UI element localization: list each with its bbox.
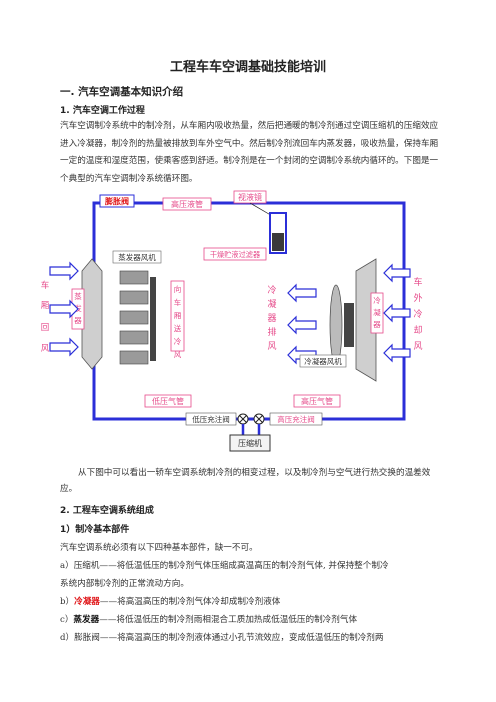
cond-exhaust-label: 冷 凝 器 排 风: [267, 284, 276, 352]
svg-text:器: 器: [74, 316, 82, 325]
cool-air-label: 向 车 厢 送 冷 风: [174, 284, 182, 359]
svg-text:排: 排: [267, 326, 276, 338]
section-heading-1: 一. 汽车空调基本知识介绍: [60, 86, 184, 98]
refrigeration-cycle-diagram: 膨胀阀 高压液管 视液镜 干燥贮液过滤器 蒸发器风机 蒸 发 器 车 厢 回 风: [41, 190, 423, 452]
svg-text:外: 外: [413, 292, 422, 304]
evaporator-coil: 蒸 发 器: [71, 258, 103, 370]
intro-paragraph: 汽车空调制冷系统中的制冷剂，从车厢内吸收热量，然后把通暖的制冷剂通过空调压缩机的…: [60, 121, 439, 184]
svg-text:车: 车: [174, 297, 182, 307]
svg-text:冷: 冷: [267, 284, 276, 296]
svg-text:发: 发: [74, 303, 82, 313]
subsection-heading-1: 1. 汽车空调工作过程: [60, 106, 145, 116]
hp-gas-pipe-label: 高压气管: [301, 396, 333, 406]
cond-fan: [329, 284, 354, 366]
component-expansion-valve: d）膨胀阀——将高温高压的制冷剂液体通过小孔节流效应，变成低温低压的制冷剂两: [60, 633, 384, 643]
svg-text:风: 风: [174, 350, 182, 359]
svg-text:厢: 厢: [41, 301, 50, 311]
cabin-return-air: 车 厢 回 风: [41, 280, 50, 354]
outside-air-label: 车 外 冷 却 风: [413, 276, 422, 352]
hp-liquid-pipe-label: 高压液管: [171, 199, 203, 209]
component-compressor-cont: 系统内部制冷剂的正常流动方向。: [60, 579, 189, 589]
svg-text:风: 风: [267, 341, 276, 352]
hp-valve-icon: [253, 413, 265, 425]
evap-fan-label: 蒸发器风机: [118, 252, 156, 262]
svg-text:凝: 凝: [373, 307, 381, 317]
compressor-label: 压缩机: [238, 438, 262, 448]
svg-text:车: 车: [413, 276, 422, 288]
svg-text:向: 向: [174, 284, 182, 294]
hp-valve-label: 高压充注阀: [277, 414, 315, 424]
svg-text:风: 风: [41, 344, 50, 354]
component-condenser: b）冷凝器——将高温高压的制冷剂气体冷却成制冷剂液体: [60, 597, 281, 607]
svg-text:冷: 冷: [413, 308, 422, 320]
svg-text:风: 风: [413, 341, 422, 352]
svg-text:送: 送: [174, 323, 182, 333]
svg-text:冷: 冷: [373, 295, 381, 305]
svg-text:冷: 冷: [174, 336, 182, 346]
subsection-heading-3: 1）制冷基本部件: [60, 525, 130, 535]
subsection-heading-2: 2. 工程车空调系统组成: [60, 506, 154, 516]
svg-text:却: 却: [413, 325, 422, 336]
svg-text:器: 器: [373, 320, 381, 329]
condenser-coil: 冷 凝 器: [355, 258, 384, 382]
svg-text:车: 车: [41, 280, 50, 291]
components-intro: 汽车空调系统必须有以下四种基本部件，缺一不可。: [60, 543, 258, 553]
lp-gas-pipe-label: 低压气管: [152, 396, 184, 406]
lp-valve-label: 低压充注阀: [192, 414, 230, 424]
svg-text:凝: 凝: [267, 299, 276, 310]
sight-glass-label: 视液镜: [238, 192, 262, 202]
lp-valve-icon: [237, 413, 249, 425]
component-compressor: a）压缩机——将低温低压的制冷剂气体压缩成高温高压的制冷剂气体, 并保持整个制冷: [60, 561, 389, 571]
dryer-label: 干燥贮液过滤器: [210, 250, 260, 259]
svg-text:蒸: 蒸: [74, 291, 82, 301]
svg-text:回: 回: [41, 323, 50, 333]
page-title: 工程车车空调基础技能培训: [169, 60, 326, 75]
evap-fan: [119, 270, 156, 365]
expansion-valve-label: 膨胀阀: [104, 196, 129, 206]
svg-text:厢: 厢: [174, 311, 182, 320]
component-evaporator: c）蒸发器——将低温低压的制冷剂雨相混合工质加热成低温低压的制冷剂气体: [60, 615, 358, 625]
diagram-explanation: 从下图中可以看出一轿车空调系统制冷剂的相变过程，以及制冷剂与空气进行热交换的温差…: [60, 468, 431, 494]
cond-fan-label: 冷凝器风机: [304, 356, 342, 366]
svg-text:器: 器: [267, 313, 276, 324]
